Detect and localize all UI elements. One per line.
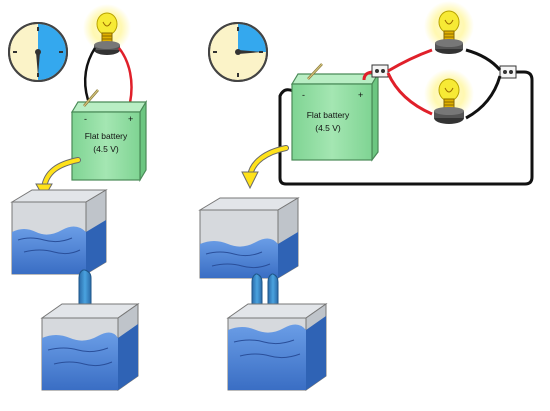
- battery-minus-label: -: [302, 90, 305, 100]
- curved-arrow-icon: [241, 145, 289, 190]
- wire-black-top: [465, 48, 502, 71]
- upper-water-tank: [198, 197, 300, 279]
- flat-battery: - + Flat battery (4.5 V): [290, 63, 380, 162]
- panel-single-bulb: - + Flat battery (4.5 V): [8, 4, 148, 391]
- timer-clock-icon: [208, 22, 268, 82]
- wire-black-loop: [278, 70, 534, 186]
- battery-label-line1: Flat battery: [307, 110, 350, 120]
- wire-red-bottom: [386, 72, 433, 116]
- wire-connector: [371, 64, 389, 78]
- panel-two-bulbs: - + Flat battery (4.5 V): [198, 1, 534, 391]
- wire-red-top: [387, 48, 433, 73]
- upper-water-tank: [10, 189, 108, 275]
- battery-plus-label: +: [358, 90, 363, 100]
- timer-elapsed-sector: [238, 24, 266, 52]
- light-bulb-icon: [424, 1, 474, 54]
- battery-plus-label: +: [128, 114, 133, 124]
- wire-black-bottom: [465, 75, 502, 120]
- wire-black: [83, 47, 97, 101]
- wire-red: [118, 47, 133, 104]
- timer-clock-icon: [8, 22, 68, 82]
- flat-battery: - + Flat battery (4.5 V): [70, 89, 148, 183]
- battery-label-line1: Flat battery: [85, 131, 128, 141]
- lower-water-tank: [226, 303, 328, 391]
- timer-elapsed-sector: [38, 24, 66, 80]
- battery-minus-label: -: [84, 114, 87, 124]
- battery-label-line2: (4.5 V): [93, 144, 119, 154]
- lower-water-tank: [40, 303, 140, 391]
- wire-connector: [499, 65, 517, 79]
- battery-label-line2: (4.5 V): [315, 123, 341, 133]
- light-bulb-icon: [424, 69, 474, 124]
- light-bulb-icon: [83, 4, 131, 55]
